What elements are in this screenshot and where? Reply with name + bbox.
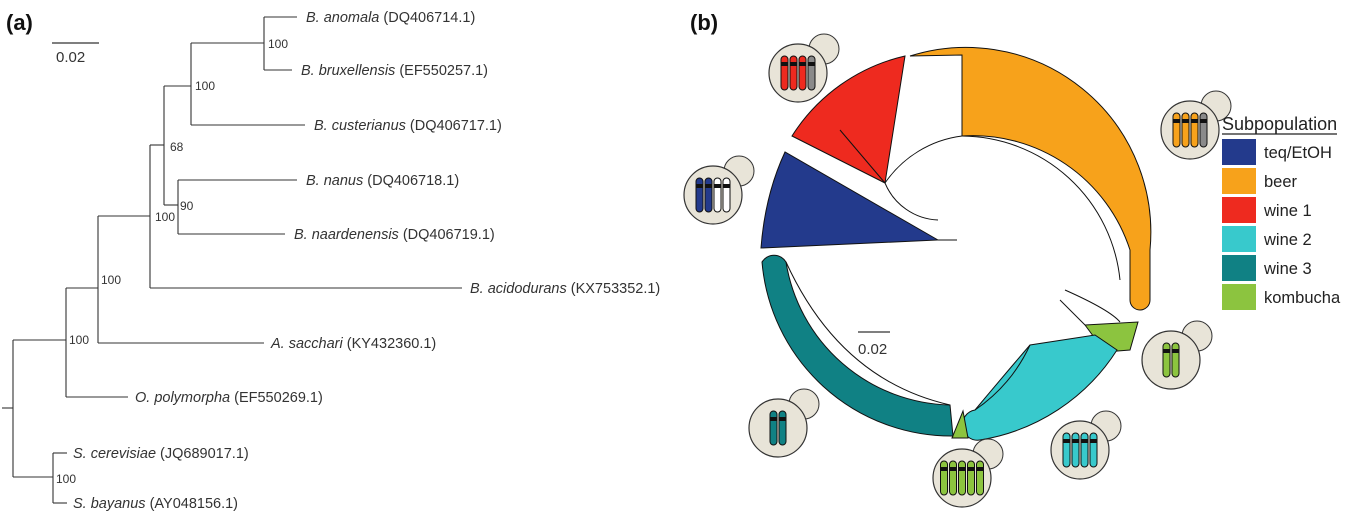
chromosome: [1089, 432, 1098, 468]
chromosome: [1071, 432, 1080, 468]
bootstrap-label: 100: [101, 273, 121, 287]
wedge-teq-etoh: [760, 151, 940, 249]
panel-a-label: (a): [6, 10, 33, 35]
yeast-cell-icon: [683, 155, 755, 225]
chromosome: [1190, 112, 1199, 148]
legend-swatch: [1222, 255, 1256, 281]
chromosome: [704, 177, 713, 213]
taxon-label: A. sacchari (KY432360.1): [270, 336, 436, 352]
panel-b-scale-label: 0.02: [858, 341, 887, 358]
legend-swatch: [1222, 168, 1256, 194]
chromosome: [976, 460, 984, 496]
panel-b-scale-bar: 0.02: [858, 331, 890, 358]
bootstrap-label: 100: [155, 210, 175, 224]
bootstrap-label: 100: [56, 472, 76, 486]
legend-item: wine 3: [1222, 255, 1312, 281]
bootstrap-label: 100: [69, 333, 89, 347]
band-wine-3: [761, 254, 954, 437]
chromosome: [778, 410, 787, 446]
legend-swatch: [1222, 139, 1256, 165]
wedge-wine-1: [791, 55, 906, 184]
legend: Subpopulation teq/EtOH beer wine 1 wine 2 wi…: [1222, 114, 1341, 310]
legend-label: beer: [1264, 173, 1298, 191]
panel-a-tree: [2, 16, 462, 504]
chromosome: [769, 410, 778, 446]
taxon-label: B. bruxellensis (EF550257.1): [301, 63, 488, 79]
legend-swatch: [1222, 284, 1256, 310]
taxon-label: S. cerevisiae (JQ689017.1): [73, 446, 249, 462]
legend-swatch: [1222, 197, 1256, 223]
chromosome: [949, 460, 957, 496]
chromosome: [695, 177, 704, 213]
legend-label: wine 1: [1263, 202, 1312, 220]
legend-label: wine 2: [1263, 231, 1312, 249]
bootstrap-label: 100: [195, 79, 215, 93]
taxon-label: B. custerianus (DQ406717.1): [314, 118, 502, 134]
taxon-label: S. bayanus (AY048156.1): [73, 496, 238, 512]
panel-a-taxa-labels: B. anomala (DQ406714.1) B. bruxellensis …: [73, 10, 660, 512]
taxon-label: B. naardenensis (DQ406719.1): [294, 227, 495, 243]
legend-label: kombucha: [1264, 289, 1341, 307]
chromosome: [1181, 112, 1190, 148]
chromosome: [789, 55, 798, 91]
taxon-label: B. anomala (DQ406714.1): [306, 10, 475, 26]
chromosome: [1172, 112, 1181, 148]
chromosome: [1171, 342, 1180, 378]
legend-item: beer: [1222, 168, 1298, 194]
legend-swatch: [1222, 226, 1256, 252]
chromosome: [1162, 342, 1171, 378]
chromosome: [1199, 112, 1208, 148]
chromosome: [713, 177, 722, 213]
yeast-cell-icon: [1050, 410, 1122, 480]
legend-item: kombucha: [1222, 284, 1341, 310]
yeast-cell-icon: [748, 388, 820, 458]
wedge-kombucha-bottom: [951, 409, 969, 439]
taxon-label: O. polymorpha (EF550269.1): [135, 390, 323, 406]
yeast-cell-icon: [768, 33, 840, 103]
yeast-cell-icon: [1160, 90, 1232, 160]
chromosome: [798, 55, 807, 91]
bootstrap-label: 90: [180, 199, 194, 213]
panel-a-bootstrap-values: 100 100 68 90 100 100 100 100: [56, 37, 288, 486]
chromosome: [722, 177, 731, 213]
legend-item: teq/EtOH: [1222, 139, 1332, 165]
legend-items: teq/EtOH beer wine 1 wine 2 wine 3 kombucha: [1222, 139, 1341, 310]
panel-b-circular-tree: [760, 46, 1152, 441]
cell-icons: [683, 33, 1232, 508]
yeast-cell-icon: [1141, 320, 1213, 390]
chromosome: [967, 460, 975, 496]
panel-b-label: (b): [690, 10, 718, 35]
panel-a-scale-bar: 0.02: [52, 42, 99, 66]
chromosome: [1062, 432, 1071, 468]
chromosome: [1080, 432, 1089, 468]
taxon-label: B. nanus (DQ406718.1): [306, 173, 459, 189]
bootstrap-label: 100: [268, 37, 288, 51]
legend-label: teq/EtOH: [1264, 144, 1332, 162]
legend-item: wine 2: [1222, 226, 1312, 252]
chromosome: [807, 55, 816, 91]
band-beer: [909, 46, 1152, 311]
legend-title: Subpopulation: [1222, 114, 1337, 134]
chromosome: [940, 460, 948, 496]
legend-label: wine 3: [1263, 260, 1312, 278]
legend-item: wine 1: [1222, 197, 1312, 223]
chromosome: [780, 55, 789, 91]
panel-a-scale-label: 0.02: [56, 49, 85, 66]
bootstrap-label: 68: [170, 140, 184, 154]
taxon-label: B. acidodurans (KX753352.1): [470, 281, 660, 297]
chromosome: [958, 460, 966, 496]
yeast-cell-icon: [932, 438, 1004, 508]
